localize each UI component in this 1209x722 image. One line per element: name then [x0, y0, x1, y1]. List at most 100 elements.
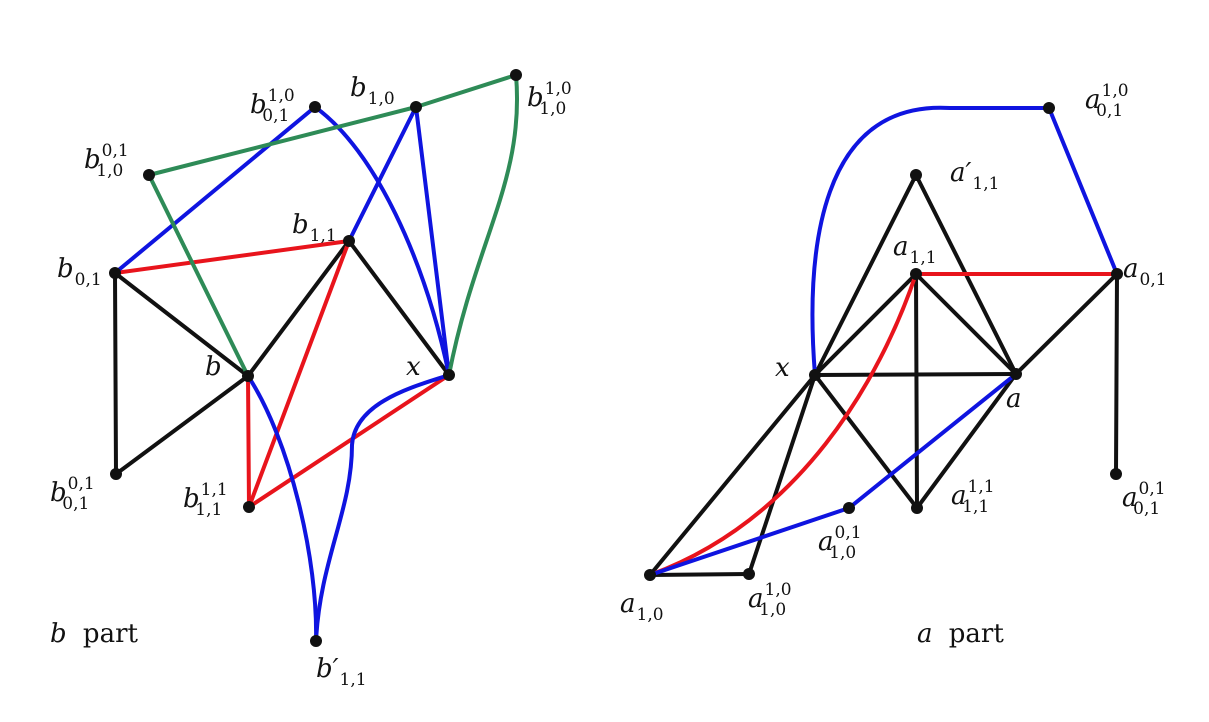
label-base: b [50, 478, 67, 508]
node-a-a01_01 [1110, 468, 1122, 480]
edge-b-b11-x [347, 239, 451, 377]
node-b-b10_01 [143, 169, 155, 181]
label-base: a [951, 481, 967, 511]
edge-a-x-a10_10 [747, 373, 817, 576]
label-superscript: 1,0 [545, 79, 572, 99]
label-b-b10: b1,0 [350, 73, 395, 109]
label-base: b [183, 484, 200, 514]
label-base: a [748, 584, 764, 614]
label-subscript: 1,0 [637, 605, 664, 625]
node-a-a [1010, 368, 1022, 380]
edges-layer [113, 73, 1119, 643]
label-a-a: a [1006, 384, 1022, 414]
edge-b-b-bp11 [246, 374, 319, 643]
label-base: a [1006, 384, 1022, 414]
node-b-b01_01 [110, 468, 122, 480]
label-base: x [775, 353, 790, 383]
caption-a-var: a [917, 619, 933, 649]
label-subscript: 1,1 [972, 174, 999, 194]
edge-b-b-b11 [246, 239, 351, 378]
label-subscript: 1,0 [368, 89, 395, 109]
edge-a-a11-a10 [648, 272, 918, 577]
label-base: a [1122, 483, 1138, 513]
nodes-layer [109, 69, 1123, 647]
label-subscript: 1,1 [340, 670, 367, 690]
label-base: a [1085, 85, 1101, 115]
edge-a-a11-a11_11 [914, 272, 919, 510]
node-a-a11_11 [911, 502, 923, 514]
node-a-a11 [910, 268, 922, 280]
caption-b-part: b part [50, 619, 138, 649]
edge-a-a11-a [914, 272, 1018, 376]
label-base: a [620, 589, 636, 619]
label-subscript: 0,1 [1140, 270, 1167, 290]
edge-a-x-ap11 [813, 173, 918, 377]
edge-a-x-a [813, 372, 1018, 377]
edge-b-b11-b10 [347, 105, 418, 243]
edge-b-b01-b01_10 [113, 105, 317, 275]
label-superscript: 1,0 [765, 580, 792, 600]
node-b-b10_10 [510, 69, 522, 81]
edge-b-b10-x [414, 105, 451, 377]
edge-b-b01-b [113, 271, 250, 378]
edge-b-b01_01-b [114, 374, 250, 476]
label-b-bp11: b′1,1 [316, 654, 367, 690]
label-base: b [292, 210, 309, 240]
edge-a-a-a01 [1014, 272, 1119, 376]
edge-a-a10-a10_01 [648, 506, 851, 577]
label-base: b [84, 145, 101, 175]
label-base: b [57, 254, 74, 284]
node-b-b01 [109, 267, 121, 279]
label-superscript: 1,1 [968, 477, 995, 497]
label-base: a [893, 232, 909, 262]
edge-a-a-a11_11 [915, 372, 1018, 510]
label-subscript: 1,1 [962, 497, 989, 517]
edge-b-b01-b11 [113, 239, 351, 275]
label-superscript: 0,1 [835, 523, 862, 543]
label-base: b′ [316, 654, 339, 684]
label-a-ap11: a′1,1 [950, 158, 999, 194]
label-base: b [527, 83, 544, 113]
edge-a-x-a11_11 [813, 373, 919, 510]
label-a-a11: a1,1 [893, 232, 937, 268]
node-a-ap11 [910, 169, 922, 181]
node-a-a10_10 [743, 568, 755, 580]
node-b-x [443, 369, 455, 381]
edge-a-a10-a10_10 [648, 572, 751, 577]
label-base: x [406, 352, 421, 382]
edge-b-b10_10-x [447, 73, 519, 377]
caption-b-var: b [50, 619, 67, 649]
label-superscript: 0,1 [1139, 479, 1166, 499]
node-b-b [242, 370, 254, 382]
label-base: b [205, 352, 222, 382]
label-base: b [250, 90, 267, 120]
label-a-a10: a1,0 [620, 589, 664, 625]
edge-b-b10_01-b [147, 173, 250, 378]
label-superscript: 0,1 [102, 141, 129, 161]
label-base: a [1123, 254, 1139, 284]
label-a-x: x [775, 353, 790, 383]
label-a-a01: a0,1 [1123, 254, 1167, 290]
label-superscript: 1,0 [268, 86, 295, 106]
edge-b-b01-b01_01 [113, 271, 118, 476]
node-a-a10_01 [843, 502, 855, 514]
label-b-b: b [205, 352, 222, 382]
edge-b-x-bp11 [314, 373, 451, 643]
label-subscript: 0,1 [62, 494, 89, 514]
caption-a-word: part [949, 619, 1005, 649]
edge-a-x-a11 [813, 272, 918, 377]
edge-a-a01-a01_01 [1114, 272, 1119, 476]
label-b-x: x [406, 352, 421, 382]
node-a-a01 [1111, 268, 1123, 280]
node-b-b11_11 [243, 501, 255, 513]
